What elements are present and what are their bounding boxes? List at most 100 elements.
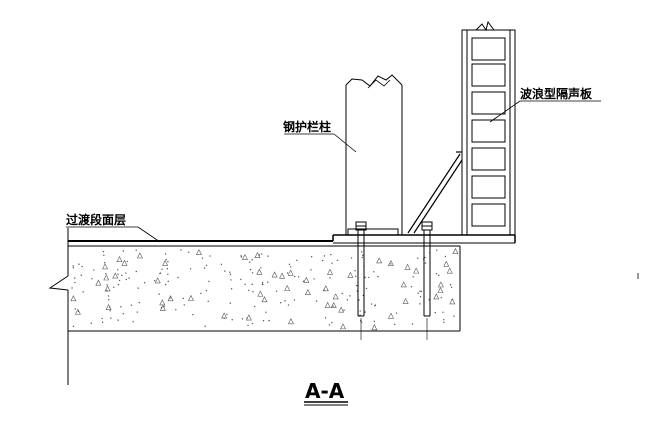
- concrete-speckle: [204, 325, 206, 327]
- concrete-speckle: [249, 268, 252, 271]
- concrete-speckle: [208, 280, 210, 283]
- concrete-speckle: [355, 275, 357, 278]
- concrete-speckle: [435, 272, 438, 275]
- concrete-speckle: [241, 253, 248, 260]
- concrete-speckle: [330, 253, 332, 256]
- concrete-speckle: [449, 284, 452, 286]
- concrete-speckle: [117, 273, 119, 275]
- concrete-speckle: [95, 279, 102, 286]
- concrete-speckle: [203, 267, 206, 269]
- concrete-speckle: [359, 314, 361, 316]
- concrete-speckle: [241, 318, 244, 320]
- concrete-speckle: [93, 269, 95, 271]
- concrete-speckle: [310, 256, 313, 258]
- concrete-speckle: [158, 293, 160, 295]
- concrete-speckle: [293, 275, 296, 278]
- guardrail-post: [345, 74, 403, 236]
- concrete-speckle: [107, 295, 110, 297]
- concrete-speckle: [365, 287, 368, 290]
- concrete-speckle: [113, 286, 115, 288]
- barrier-cell: [471, 175, 506, 199]
- concrete-speckle: [336, 259, 339, 262]
- concrete-speckle: [224, 270, 226, 272]
- concrete-speckle: [329, 277, 331, 279]
- concrete-speckle: [393, 323, 396, 326]
- concrete-speckle: [261, 282, 264, 284]
- concrete-speckle: [117, 319, 119, 321]
- concrete-speckle: [120, 306, 122, 308]
- concrete-speckle: [105, 273, 107, 275]
- concrete-speckle: [304, 288, 311, 295]
- concrete-speckle: [109, 310, 111, 312]
- concrete-speckle: [343, 309, 345, 311]
- concrete-speckle: [137, 287, 139, 289]
- concrete-speckle: [450, 286, 453, 288]
- concrete-speckle: [313, 278, 315, 280]
- concrete-speckle: [182, 297, 184, 300]
- concrete-speckle: [188, 251, 190, 254]
- concrete-speckle: [361, 251, 363, 253]
- concrete-speckle: [440, 296, 442, 299]
- concrete-speckle: [356, 284, 358, 287]
- concrete-speckle: [373, 271, 375, 273]
- concrete-speckle: [81, 265, 83, 268]
- concrete-speckle: [404, 263, 411, 270]
- concrete-speckle: [229, 273, 232, 276]
- concrete-speckle: [125, 278, 128, 281]
- concrete-speckle: [102, 250, 105, 253]
- concrete-speckle: [130, 304, 133, 306]
- concrete-speckle: [284, 284, 291, 291]
- concrete-speckle: [287, 318, 294, 325]
- concrete-speckle: [72, 267, 75, 269]
- concrete-speckle: [412, 276, 414, 278]
- barrier-cell: [471, 147, 506, 171]
- concrete-speckle: [240, 278, 242, 281]
- concrete-speckle: [296, 259, 298, 261]
- barrier-cell: [471, 63, 506, 87]
- concrete-speckle: [118, 279, 121, 282]
- concrete-speckle: [268, 319, 270, 322]
- concrete-speckle: [116, 256, 123, 262]
- concrete-slab: [48, 228, 516, 385]
- concrete-speckle: [324, 301, 331, 308]
- concrete-speckle: [349, 295, 351, 297]
- concrete-speckle: [103, 274, 110, 281]
- concrete-speckle: [128, 277, 130, 279]
- concrete-speckle: [122, 312, 125, 315]
- concrete-speckle: [364, 311, 366, 313]
- concrete-speckle: [223, 317, 225, 319]
- concrete-speckle: [195, 248, 202, 255]
- concrete-speckle: [446, 267, 453, 274]
- concrete-speckle: [443, 318, 445, 321]
- concrete-speckle: [80, 274, 82, 276]
- concrete-speckle: [200, 292, 202, 295]
- concrete-speckle: [331, 262, 333, 264]
- concrete-speckle: [271, 271, 278, 278]
- concrete-speckle: [364, 276, 366, 279]
- concrete-speckle: [261, 253, 263, 255]
- concrete-speckle: [254, 252, 261, 258]
- concrete-speckle: [275, 290, 278, 292]
- concrete-speckle: [257, 290, 264, 297]
- concrete-speckle: [226, 313, 228, 315]
- concrete-speckle: [438, 274, 440, 277]
- concrete-speckle: [256, 268, 263, 275]
- concrete-speckle: [175, 309, 177, 311]
- concrete-speckle: [411, 323, 414, 325]
- concrete-speckle: [143, 282, 146, 284]
- concrete-speckle: [410, 286, 413, 288]
- concrete-speckle: [132, 321, 134, 323]
- concrete-speckle: [159, 299, 166, 306]
- concrete-speckle: [395, 312, 398, 314]
- concrete-speckle: [424, 256, 426, 259]
- concrete-speckle: [229, 302, 232, 304]
- concrete-speckle: [330, 301, 337, 308]
- concrete-speckle: [153, 279, 156, 282]
- concrete-speckle: [125, 272, 127, 274]
- concrete-speckle: [368, 276, 370, 279]
- concrete-speckle: [347, 271, 354, 278]
- concrete-speckle: [78, 263, 80, 265]
- concrete-speckle: [183, 304, 185, 306]
